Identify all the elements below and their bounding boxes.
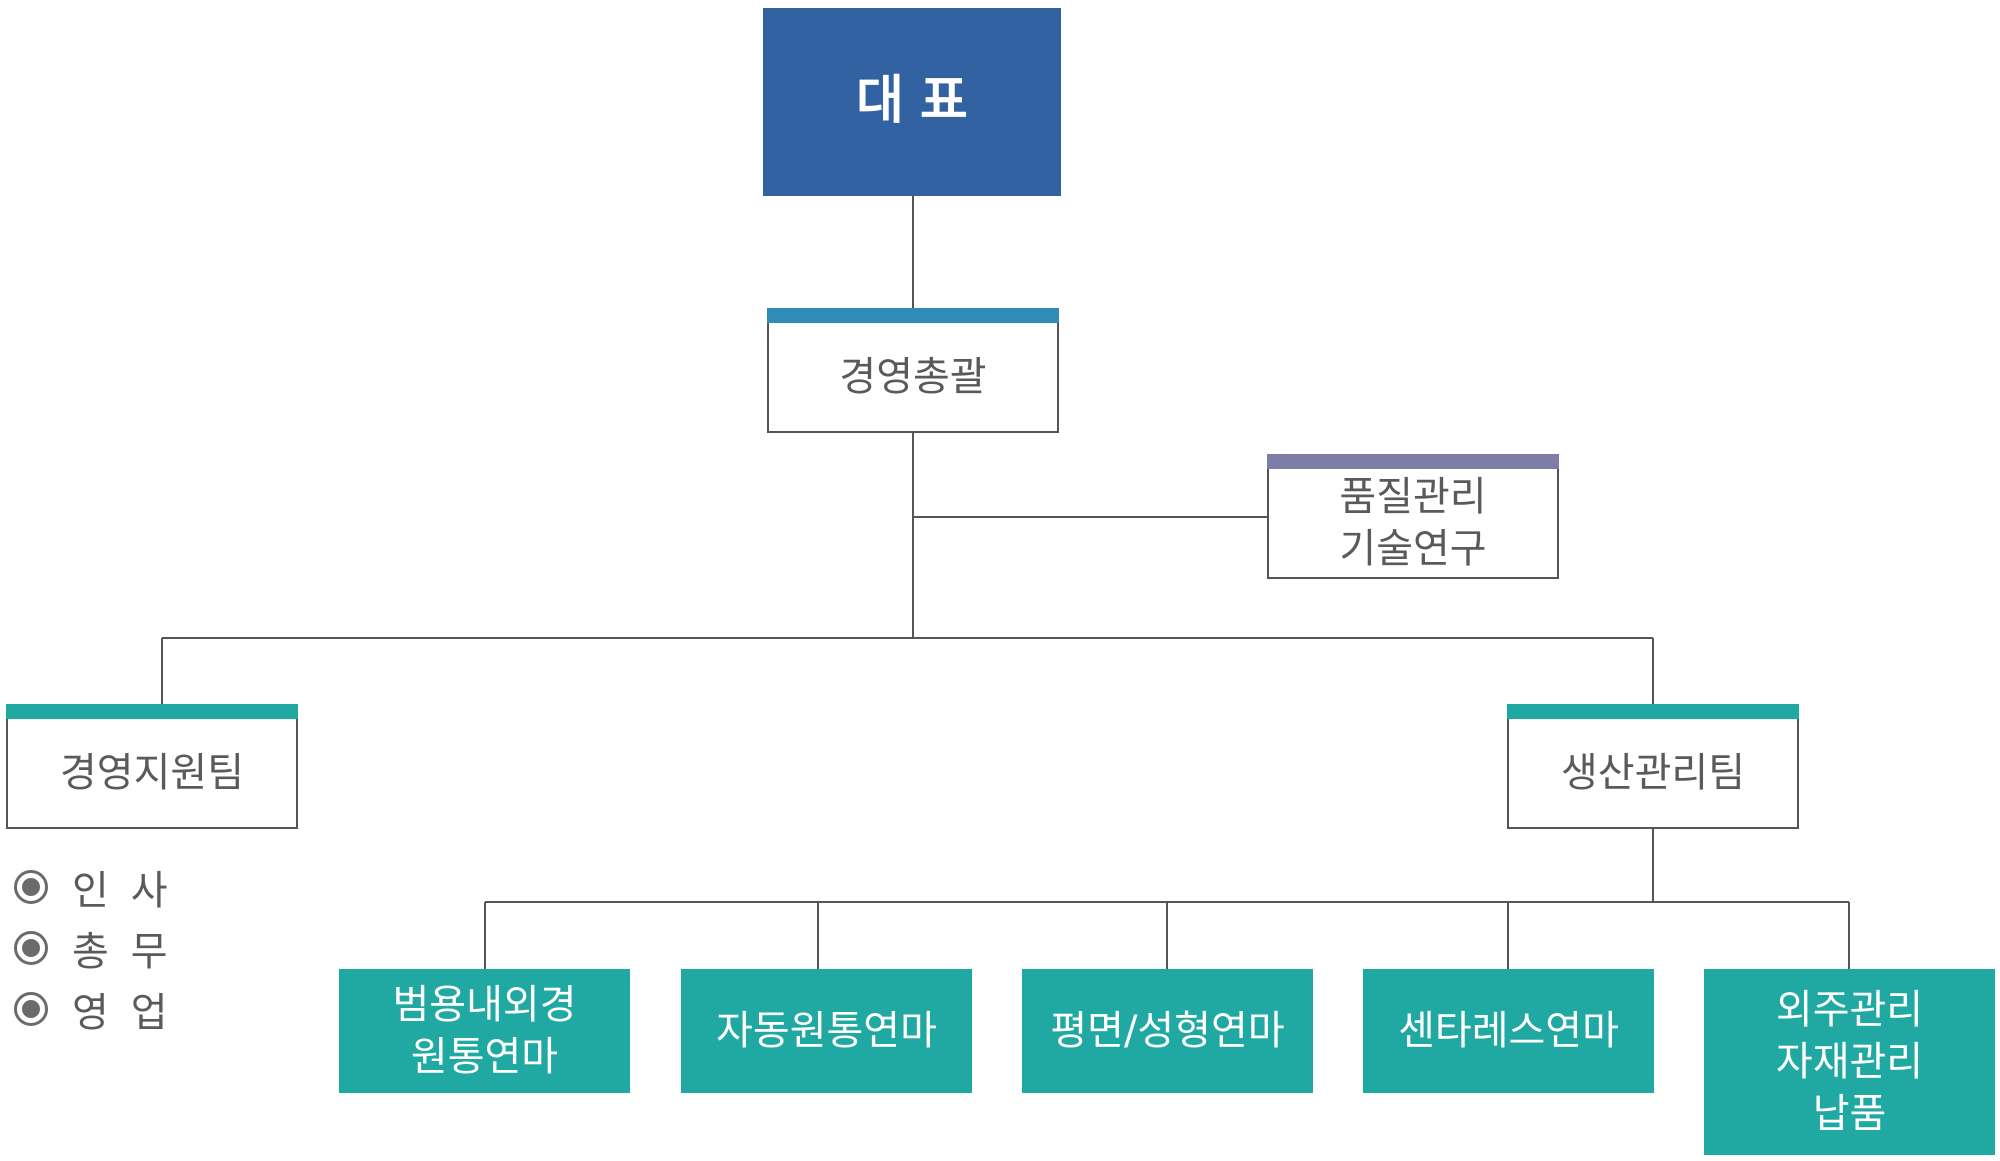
management-support-duties: 인사 총무 영업 [14,856,190,1039]
duty-label: 영업 [72,989,190,1036]
management-support-header-bar [6,704,298,719]
duty-item: 영업 [14,978,190,1039]
radio-bullet-icon [14,930,48,965]
unit-box-auto-cylindrical[interactable]: 자동원통연마 [681,969,972,1093]
unit-box-surface-forming[interactable]: 평면/성형연마 [1022,969,1313,1093]
unit-box-centerless[interactable]: 센타레스연마 [1363,969,1654,1093]
management-support-team-box[interactable]: 경영지원팀 [6,704,298,829]
general-management-box[interactable]: 경영총괄 [767,308,1059,433]
quality-label-line-1: 품질관리 [1339,473,1487,520]
radio-bullet-icon [14,869,48,904]
unit-label-line: 범용내외경 [392,982,577,1028]
unit-box-general-grinding[interactable]: 범용내외경 원통연마 [339,969,630,1093]
unit-label-line: 센타레스연마 [1398,1008,1619,1054]
management-support-team-label: 경영지원팀 [60,749,244,796]
unit-label-line: 원통연마 [410,1034,559,1080]
ceo-label: 대표 [856,71,984,132]
unit-label-line: 평면/성형연마 [1050,1008,1285,1054]
quality-box[interactable]: 품질관리 기술연구 [1267,454,1559,579]
duty-label: 인사 [72,867,190,914]
quality-label-line-2: 기술연구 [1339,525,1487,572]
production-team-label: 생산관리팀 [1561,749,1745,796]
duty-item: 총무 [14,917,190,978]
quality-header-bar [1267,454,1559,469]
unit-label-line: 납품 [1812,1091,1887,1137]
duty-item: 인사 [14,856,190,917]
radio-bullet-icon [14,991,48,1026]
production-team-header-bar [1507,704,1799,719]
general-management-header-bar [767,308,1059,323]
general-management-label: 경영총괄 [839,353,987,400]
unit-label-line: 자재관리 [1775,1039,1924,1085]
production-team-box[interactable]: 생산관리팀 [1507,704,1799,829]
unit-label-line: 자동원통연마 [716,1008,937,1054]
duty-label: 총무 [72,928,190,975]
unit-box-outsourcing[interactable]: 외주관리 자재관리 납품 [1704,969,1995,1155]
ceo-box[interactable]: 대표 [763,8,1061,196]
unit-label-line: 외주관리 [1775,987,1924,1033]
